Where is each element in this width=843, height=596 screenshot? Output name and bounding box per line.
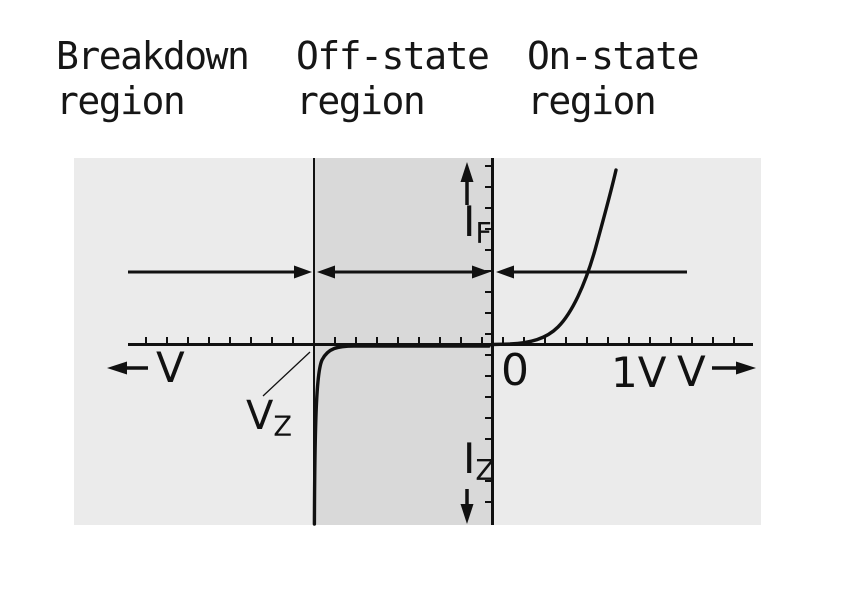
region-extent-arrow-offstate xyxy=(317,265,490,279)
region-extent-arrow-onstate xyxy=(496,265,687,279)
heading-onstate-region: On-state region xyxy=(527,34,700,123)
heading-breakdown-region: Breakdown region xyxy=(56,34,250,123)
arrowhead-left-icon xyxy=(317,265,335,279)
vz-base: V xyxy=(246,393,274,439)
forward-characteristic-curve xyxy=(490,168,618,347)
negative-voltage-arrow xyxy=(107,361,148,375)
vz-leader-line xyxy=(262,351,311,397)
if-base: I xyxy=(463,197,476,246)
zener-current-arrow xyxy=(460,489,474,524)
arrowhead-right-icon xyxy=(294,265,312,279)
heading-offstate-region: Off-state region xyxy=(296,34,490,123)
arrowhead-left-icon xyxy=(107,361,127,375)
breakdown-characteristic-curve xyxy=(312,344,491,526)
x-axis-label-left: V xyxy=(156,343,185,392)
iz-subscript: Z xyxy=(475,452,495,487)
forward-current-label: IF xyxy=(463,201,492,250)
if-subscript: F xyxy=(475,215,492,250)
arrowhead-left-icon xyxy=(496,265,514,279)
zener-current-label: IZ xyxy=(463,438,495,487)
one-volt-tick-label: 1V xyxy=(611,348,667,397)
arrowhead-down-icon xyxy=(460,504,474,524)
axis-ticks xyxy=(145,165,735,503)
x-axis-label-right: V xyxy=(677,347,706,396)
positive-voltage-arrow xyxy=(712,361,756,375)
iz-base: I xyxy=(463,434,476,483)
arrowhead-right-icon xyxy=(472,265,490,279)
region-extent-arrow-breakdown xyxy=(128,265,312,279)
breakdown-voltage-label: VZ xyxy=(246,396,292,441)
offstate-region-band xyxy=(314,158,492,525)
origin-label: 0 xyxy=(501,345,529,396)
arrowhead-right-icon xyxy=(736,361,756,375)
vz-subscript: Z xyxy=(273,411,293,443)
forward-current-arrow xyxy=(460,162,474,205)
arrowhead-up-icon xyxy=(460,162,474,182)
